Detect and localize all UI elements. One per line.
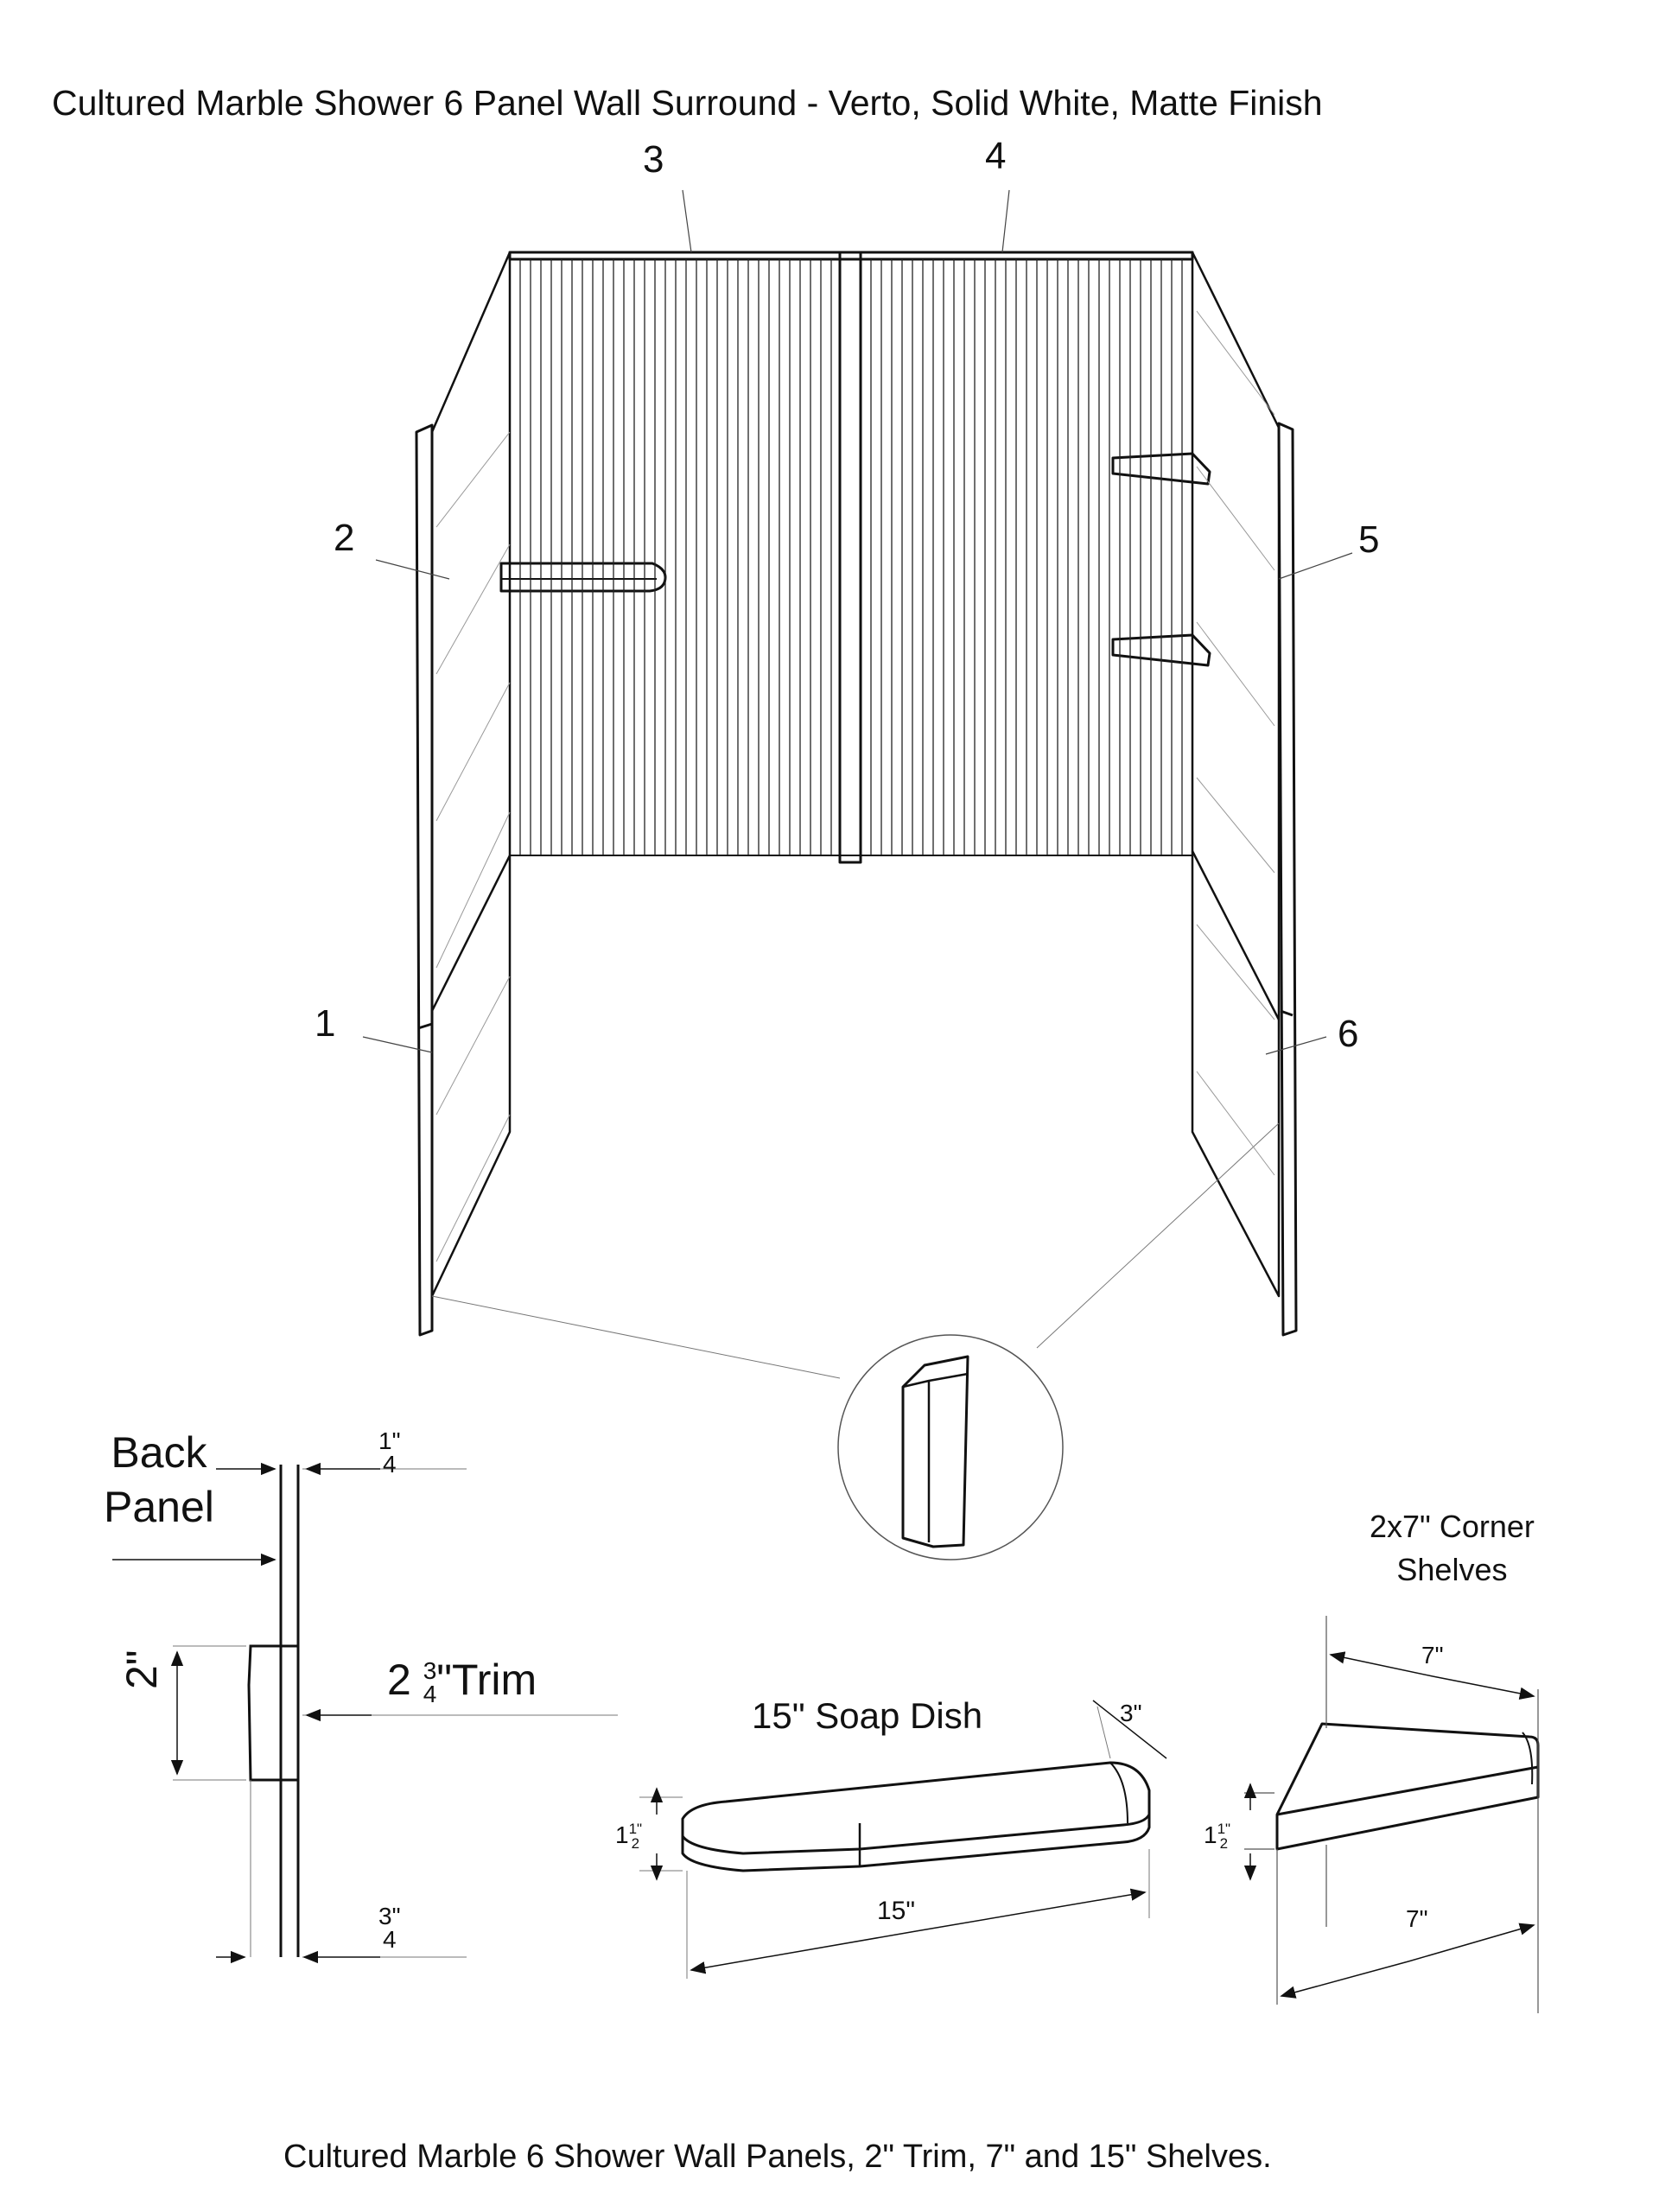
panel-callout-6: 6 xyxy=(1338,1013,1359,1055)
magnified-trim xyxy=(901,1355,969,1548)
corner-shelves-label: 2x7" Corner Shelves xyxy=(1370,1509,1535,1588)
soap-dish-length-dim: 15" xyxy=(877,1897,916,1925)
magnifier-leader-left xyxy=(431,1295,841,1379)
bottom-thickness-dim: 3"4 xyxy=(378,1903,401,1953)
center-trim xyxy=(838,251,862,864)
corner-shelf-lower xyxy=(1111,633,1211,667)
top-thickness-dim: 1"4 xyxy=(378,1427,401,1478)
trim-detail xyxy=(247,1465,300,1957)
footer-caption: Cultured Marble 6 Shower Wall Panels, 2"… xyxy=(283,2139,1272,2175)
page-title: Cultured Marble Shower 6 Panel Wall Surr… xyxy=(52,83,1323,123)
panel-callout-3: 3 xyxy=(643,138,664,181)
detail-magnifier xyxy=(837,1334,1064,1560)
soap-dish-detail xyxy=(681,1761,1151,1872)
trim-profile xyxy=(247,1644,300,1782)
side-wall-hatching xyxy=(435,310,1275,1262)
magnified-trim-top xyxy=(902,1372,969,1389)
panel-callout-4: 4 xyxy=(985,135,1007,177)
right-side-wall xyxy=(1191,251,1281,1298)
panel-callout-5: 5 xyxy=(1358,518,1380,561)
back-wall-ribs xyxy=(519,259,1183,855)
back-soap-dish xyxy=(499,562,667,593)
soap-dish-depth-dim: 3" xyxy=(1120,1700,1142,1726)
callout-leaders xyxy=(362,189,1353,1055)
right-seam xyxy=(1191,850,1281,1020)
left-side-wall xyxy=(430,251,512,1298)
soap-dish-label: 15" Soap Dish xyxy=(752,1695,983,1736)
back-panel-profile xyxy=(279,1465,300,1957)
trim-height-dim: 2" xyxy=(118,1649,166,1689)
magnifier-leader-right xyxy=(1036,1122,1280,1349)
corner-shelf-detail xyxy=(1275,1722,1540,1851)
left-trim-joint xyxy=(417,1022,433,1030)
back-panel-label: Back Panel xyxy=(104,1428,214,1531)
left-seam xyxy=(430,855,512,1012)
corner-shelf-side-a-dim: 7" xyxy=(1421,1642,1444,1669)
back-wall-outline xyxy=(509,258,1193,856)
left-trim xyxy=(415,423,434,1337)
panel-callout-1: 1 xyxy=(315,1002,336,1045)
right-trim xyxy=(1277,422,1298,1337)
right-trim-joint xyxy=(1280,1009,1294,1017)
corner-shelf-upper xyxy=(1111,452,1211,486)
corner-shelf-side-b-dim: 7" xyxy=(1406,1905,1428,1932)
panel-callout-2: 2 xyxy=(334,517,355,559)
